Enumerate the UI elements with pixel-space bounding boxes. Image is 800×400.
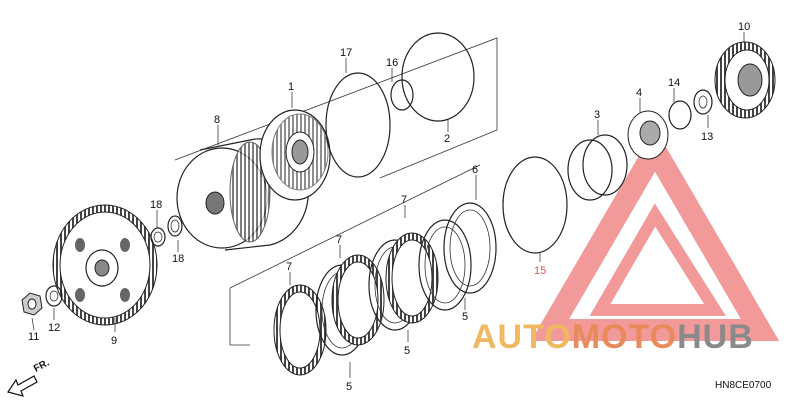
callout-8: 8	[214, 114, 220, 126]
callout-9: 9	[111, 335, 117, 347]
callout-1: 1	[288, 81, 294, 93]
watermark-triangle	[530, 128, 780, 341]
callout-13: 13	[701, 131, 713, 143]
clutch-plate-stack	[273, 202, 497, 376]
callout-10: 10	[738, 21, 750, 33]
callout-2: 2	[444, 133, 450, 145]
callout-5-a: 5	[346, 381, 352, 393]
callout-3: 3	[594, 109, 600, 121]
part-1-clutch-center	[259, 109, 331, 201]
callout-18-b: 18	[172, 253, 184, 265]
part-18-washer-b	[167, 215, 183, 237]
diagram-code: HN8CE0700	[715, 380, 772, 391]
callout-5-b: 5	[404, 345, 410, 357]
watermark-logo: AUTOMOTOHUB	[472, 318, 754, 357]
callout-15: 15	[534, 265, 546, 277]
callout-12: 12	[48, 322, 60, 334]
watermark-part-1: AUTO	[472, 318, 572, 356]
part-11-nut	[21, 292, 43, 316]
part-17-ring	[325, 72, 391, 178]
part-18-washer-a	[150, 227, 166, 247]
front-direction-arrow-icon	[7, 375, 38, 397]
callout-16: 16	[386, 57, 398, 69]
part-2-snap-ring	[401, 32, 475, 122]
part-12-washer	[45, 285, 63, 307]
callout-7-b: 7	[336, 234, 342, 246]
part-13-washer	[693, 89, 713, 115]
callout-4: 4	[636, 87, 642, 99]
watermark-part-2: MOTO	[571, 318, 678, 356]
part-14-circlip	[668, 100, 692, 130]
callout-14: 14	[668, 77, 680, 89]
part-9-driven-gear	[52, 204, 158, 326]
part-15-ring	[502, 156, 568, 254]
assembly-outline-upper	[174, 37, 498, 179]
callout-17: 17	[340, 47, 352, 59]
callout-5-c: 5	[462, 311, 468, 323]
part-10-drive-gear	[714, 41, 776, 119]
callout-11: 11	[28, 331, 39, 343]
part-4-hub	[627, 110, 669, 160]
callout-7-c: 7	[401, 194, 407, 206]
watermark-part-3: HUB	[677, 318, 754, 356]
callout-18-a: 18	[150, 199, 162, 211]
leader-lines	[31, 32, 745, 378]
callout-7-a: 7	[286, 261, 292, 273]
part-3-spring	[567, 134, 628, 201]
callout-6: 6	[472, 164, 478, 176]
assembly-outline-lower	[229, 288, 250, 346]
